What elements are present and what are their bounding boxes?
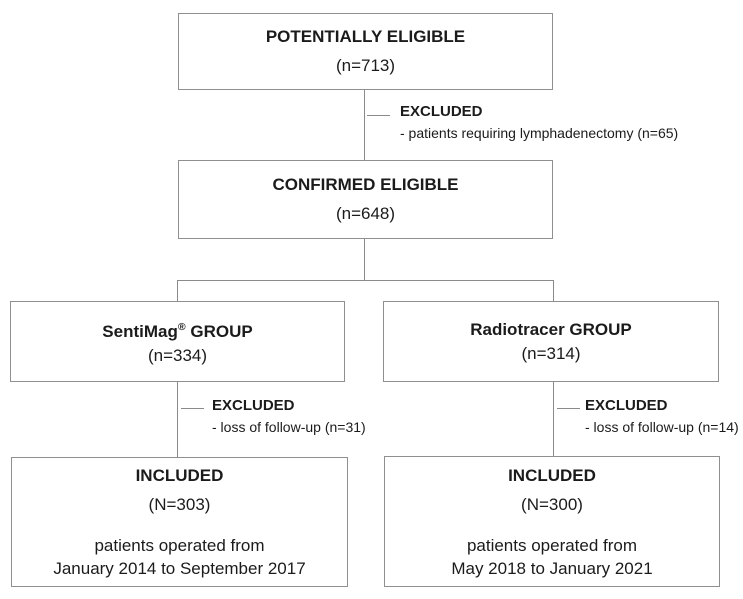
sentimag-name: SentiMag — [102, 322, 178, 341]
included-right-count: (N=300) — [521, 494, 583, 514]
confirmed-eligible-count: (n=648) — [335, 204, 396, 223]
confirmed-eligible-title: CONFIRMED ELIGIBLE — [272, 175, 459, 194]
radiotracer-group-title: Radiotracer GROUP — [470, 319, 632, 339]
connector-right-vertical — [553, 382, 554, 456]
excluded-right-note: EXCLUDED - loss of follow-up (n=14) — [585, 397, 739, 436]
excluded-right-detail: - loss of follow-up (n=14) — [585, 419, 739, 435]
connector-left-excluded-tick — [181, 408, 204, 409]
excluded-left-label: EXCLUDED — [212, 397, 295, 414]
included-left-title: INCLUDED — [135, 466, 224, 485]
excluded-right-label: EXCLUDED — [585, 397, 668, 414]
included-left-description: patients operated from January 2014 to S… — [53, 534, 305, 580]
excluded-top-label: EXCLUDED — [400, 103, 483, 120]
box-radiotracer-group: Radiotracer GROUP (n=314) — [383, 301, 719, 382]
connector-right-excluded-tick — [557, 408, 580, 409]
included-right-desc-line1: patients operated from — [466, 535, 638, 555]
connector-branch-drop-left — [177, 280, 178, 302]
connector-top-vertical — [364, 90, 365, 161]
radiotracer-group-count: (n=314) — [521, 343, 581, 363]
sentimag-group-count: (n=334) — [147, 346, 208, 365]
box-confirmed-eligible: CONFIRMED ELIGIBLE (n=648) — [178, 160, 553, 239]
connector-branch-drop-right — [553, 280, 554, 302]
connector-top-excluded-tick — [367, 115, 390, 116]
included-left-count: (N=303) — [148, 495, 211, 514]
included-right-description: patients operated from May 2018 to Janua… — [451, 534, 652, 580]
box-included-right: INCLUDED (N=300) patients operated from … — [384, 456, 720, 587]
connector-left-vertical — [177, 382, 178, 458]
included-left-desc-line1: patients operated from — [94, 536, 265, 555]
box-included-left: INCLUDED (N=303) patients operated from … — [11, 457, 348, 587]
sentimag-group-word: GROUP — [185, 322, 253, 341]
excluded-top-note: EXCLUDED - patients requiring lymphadene… — [400, 103, 679, 142]
box-sentimag-group: SentiMag® GROUP (n=334) — [10, 301, 345, 382]
box-potentially-eligible: POTENTIALLY ELIGIBLE (n=713) — [178, 13, 553, 90]
sentimag-group-title: SentiMag® GROUP — [102, 315, 252, 344]
registered-trademark-symbol: ® — [177, 321, 186, 333]
connector-branch-horizontal — [177, 280, 554, 281]
excluded-top-detail: - patients requiring lymphadenectomy (n=… — [400, 125, 679, 141]
excluded-left-detail: - loss of follow-up (n=31) — [212, 419, 366, 435]
connector-confirmed-vertical — [364, 239, 365, 281]
potentially-eligible-title: POTENTIALLY ELIGIBLE — [265, 27, 466, 46]
excluded-left-note: EXCLUDED - loss of follow-up (n=31) — [212, 397, 366, 436]
included-right-title: INCLUDED — [508, 465, 596, 485]
potentially-eligible-count: (n=713) — [335, 56, 396, 75]
included-right-desc-line2: May 2018 to January 2021 — [451, 558, 653, 578]
included-left-desc-line2: January 2014 to September 2017 — [53, 559, 306, 578]
